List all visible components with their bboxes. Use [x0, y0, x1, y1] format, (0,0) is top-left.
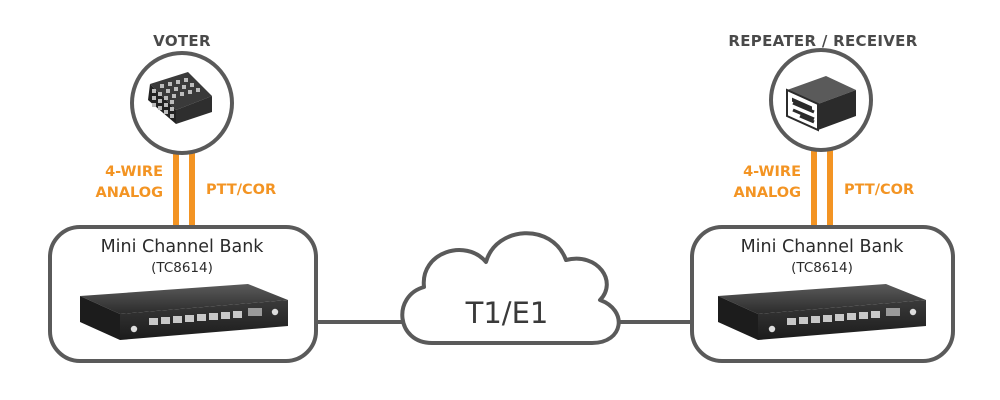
left-4wire-label-line2: ANALOG: [95, 185, 163, 201]
repeater-receiver-label: REPEATER / RECEIVER: [728, 32, 917, 50]
voter-label: VOTER: [153, 32, 211, 50]
left-ptt-cor-label: PTT/COR: [206, 182, 276, 198]
right-ptt-cor-label: PTT/COR: [844, 182, 914, 198]
t1-e1-cloud: [400, 231, 621, 345]
right-box-model: (TC8614): [791, 260, 853, 276]
left-4wire-label-line1: 4-WIRE: [105, 164, 163, 180]
voter-icon: [130, 51, 234, 155]
left-box-title: Mini Channel Bank: [101, 237, 265, 257]
cloud-label: T1/E1: [465, 296, 549, 330]
right-4wire-label-line2: ANALOG: [733, 185, 801, 201]
right-box-title: Mini Channel Bank: [741, 237, 905, 257]
repeater-receiver-icon: [769, 48, 873, 152]
left-box-model: (TC8614): [151, 260, 213, 276]
right-4wire-label-line1: 4-WIRE: [743, 164, 801, 180]
